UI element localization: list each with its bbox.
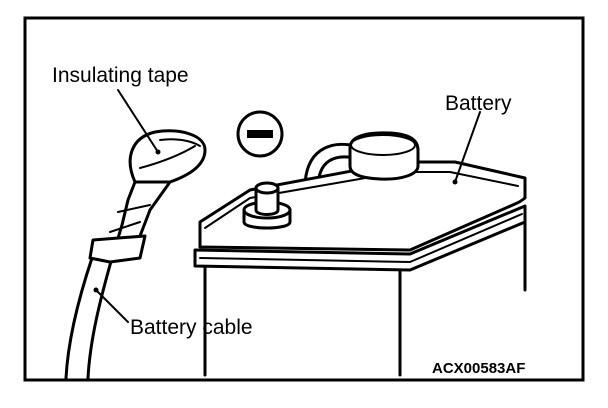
label-battery-cable: Battery cable xyxy=(130,316,253,339)
label-insulating-tape: Insulating tape xyxy=(52,64,189,87)
battery-illustration xyxy=(193,131,527,377)
battery-cable-illustration xyxy=(64,129,207,380)
negative-terminal-symbol xyxy=(236,110,284,158)
leader-lines xyxy=(93,89,481,323)
figure-id: ACX00583AF xyxy=(432,360,525,377)
label-battery: Battery xyxy=(445,92,512,115)
